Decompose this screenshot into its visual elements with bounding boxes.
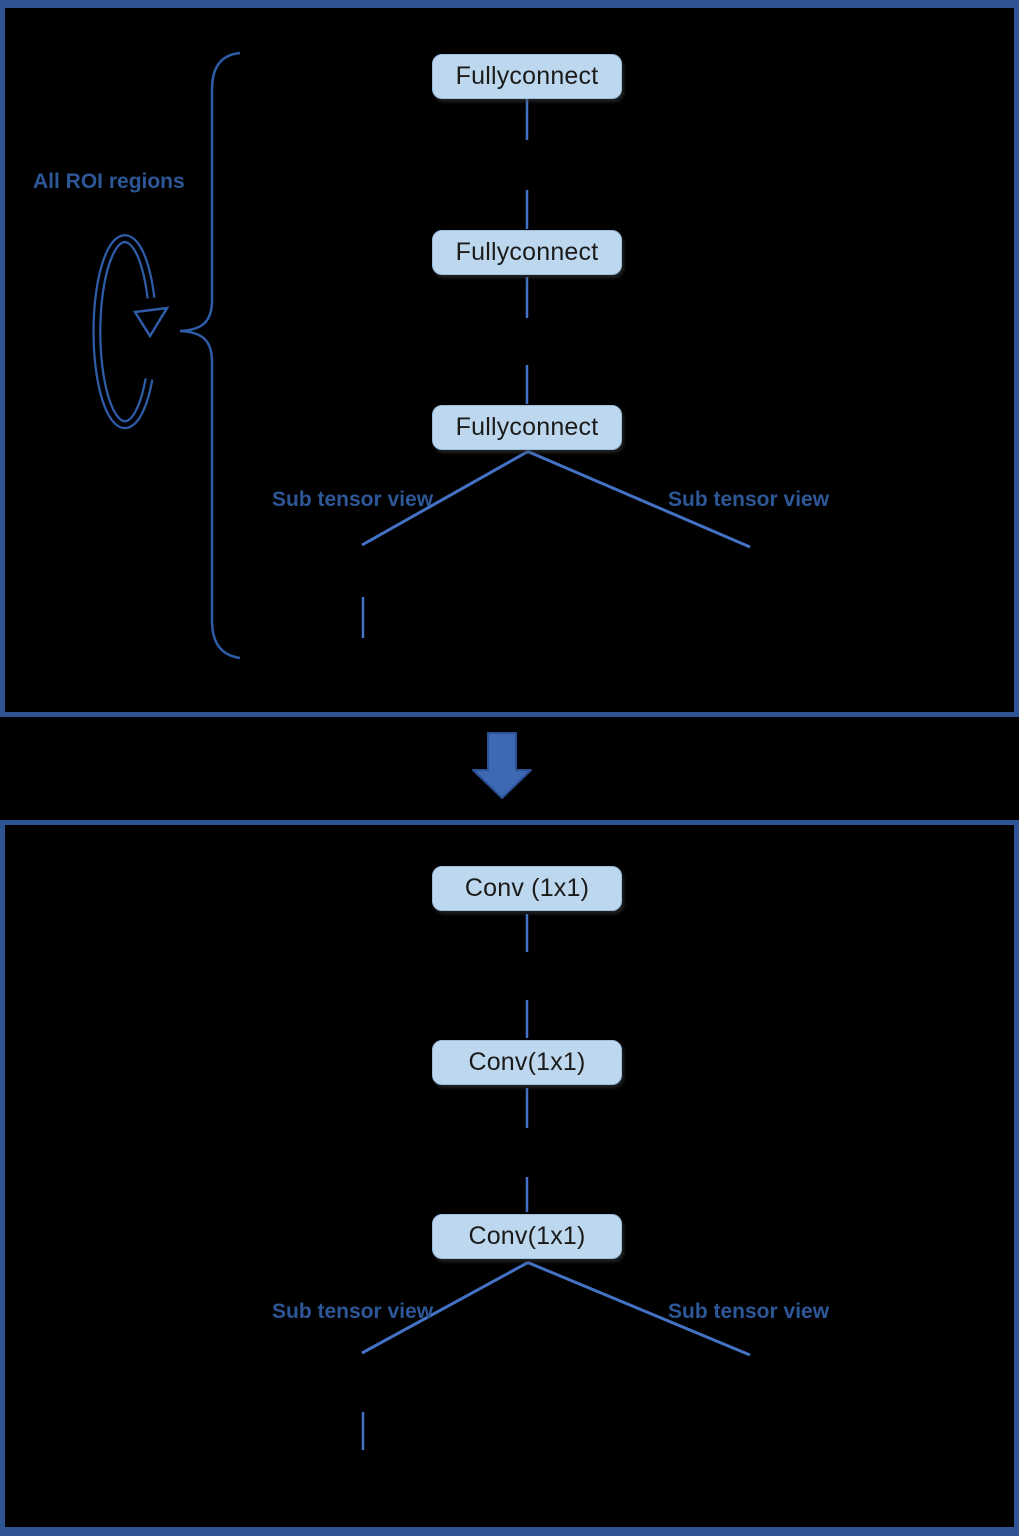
sub-tensor-view-label-top-right: Sub tensor view <box>668 488 830 511</box>
conv-node-2: Conv(1x1) <box>432 1040 622 1085</box>
sub-tensor-view-label-bottom-right: Sub tensor view <box>668 1300 830 1323</box>
fullyconnect-node-3: Fullyconnect <box>432 405 622 450</box>
conv-node-3: Conv(1x1) <box>432 1214 622 1259</box>
conv-panel <box>0 820 1019 1536</box>
all-roi-regions-label: All ROI regions <box>33 170 185 193</box>
fullyconnect-node-1: Fullyconnect <box>432 54 622 99</box>
conv-node-1: Conv (1x1) <box>432 866 622 911</box>
down-arrow-icon <box>472 732 532 799</box>
sub-tensor-view-label-top-left: Sub tensor view <box>272 488 434 511</box>
fullyconnect-panel <box>0 0 1019 717</box>
fullyconnect-node-2: Fullyconnect <box>432 230 622 275</box>
sub-tensor-view-label-bottom-left: Sub tensor view <box>272 1300 434 1323</box>
